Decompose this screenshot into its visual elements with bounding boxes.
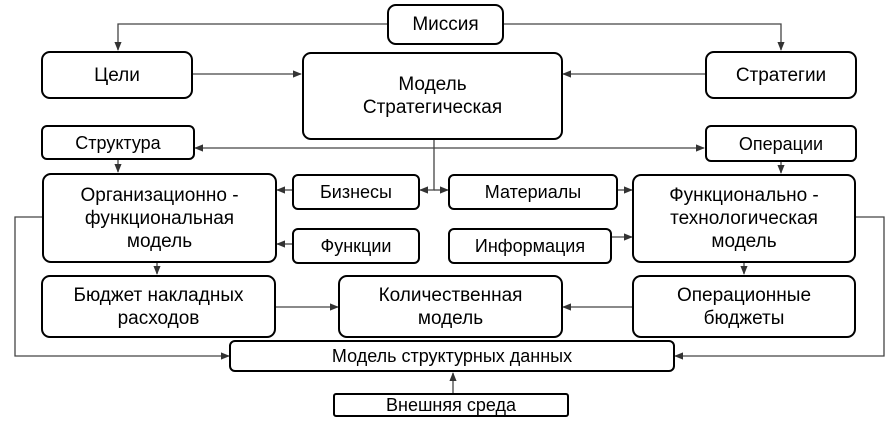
node-external-environment: Внешняя среда [333,393,569,417]
node-strategic-model: Модель Стратегическая [302,52,563,140]
node-func-tech-model: Функционально - технологическая модель [632,174,856,263]
node-operational-budgets: Операционные бюджеты [632,275,856,338]
arrow-techmodel-datamodel [674,216,885,360]
node-functions: Функции [292,228,420,264]
arrow-mission-strategies [503,23,785,51]
node-quantitative-model: Количественная модель [338,275,563,338]
node-operations: Операции [705,125,857,162]
arrow-orgmodel-datamodel [14,216,230,360]
arrow-mission-goals [114,23,388,51]
node-mission: Миссия [387,4,504,45]
node-overhead-budget: Бюджет накладных расходов [41,275,276,338]
node-structure: Структура [41,125,195,160]
node-org-functional-model: Организационно - функциональная модель [42,173,277,263]
node-structural-data-model: Модель структурных данных [229,340,675,372]
node-businesses: Бизнесы [292,174,420,210]
node-information: Информация [448,228,612,264]
node-goals: Цели [41,51,193,99]
node-strategies: Стратегии [705,51,857,99]
node-materials: Материалы [448,174,618,210]
